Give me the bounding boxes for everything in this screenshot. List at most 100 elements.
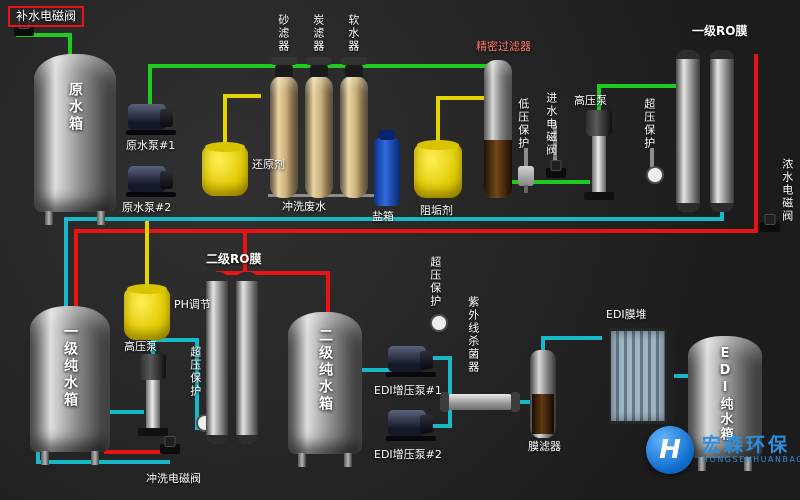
label-raw-pump-2: 原水泵#2 <box>122 201 172 214</box>
pipe-ro-concentrate-drop <box>754 54 758 233</box>
logo-mark-icon: H <box>646 426 694 474</box>
edi-booster-pump-1 <box>386 346 436 377</box>
pipe-pump-out-riser <box>597 84 601 112</box>
pipe-mfil-riser <box>541 336 545 352</box>
flush-solenoid-valve-icon <box>160 444 180 454</box>
low-pressure-switch-icon <box>518 166 534 186</box>
ro2-membrane-vessel-b <box>236 272 258 444</box>
raw-water-tank-label: 原水箱 <box>67 82 83 133</box>
stage1-pure-water-tank: 一级纯水箱 <box>30 306 110 465</box>
logo-company-name: 宏森环保 <box>702 434 791 457</box>
high-pressure-pump-2 <box>138 354 168 436</box>
label-concentrate-valve: 浓水电磁阀 <box>780 158 794 223</box>
high-pressure-pump-1 <box>584 110 614 200</box>
label-overpressure-3: 超压保护 <box>428 256 442 308</box>
label-ro-stage1: 一级RO膜 <box>692 24 748 38</box>
carbon-filter-column <box>305 76 333 198</box>
pipe-ro2-feed-drop <box>195 338 199 430</box>
pipe-makeup-drop <box>68 33 72 57</box>
label-low-pressure: 低压保护 <box>516 98 530 150</box>
pipe-ph-dosing <box>145 221 149 289</box>
pipe-permeate-main <box>64 217 724 221</box>
salt-box <box>374 130 400 206</box>
pipe-reducer-dosing <box>223 94 227 148</box>
pipe-edi-to-tank <box>660 374 690 378</box>
ro1-membrane-vessel-b <box>710 50 734 212</box>
label-flush-valve: 冲洗电磁阀 <box>146 472 201 485</box>
edi-booster-pump-2 <box>386 410 436 441</box>
softener-column <box>340 76 368 198</box>
label-antiscalant: 阻垢剂 <box>420 204 453 217</box>
overpressure-gauge-1-icon <box>646 166 664 184</box>
overpressure-gauge-3-icon <box>430 314 448 332</box>
raw-water-pump-1 <box>126 104 176 135</box>
pipe-tank1-to-pump <box>106 410 144 414</box>
pipe-lp-switch-stub <box>524 148 528 168</box>
label-overpressure-1: 超压保护 <box>642 98 656 150</box>
pipe-red-to-tank2 <box>326 271 330 313</box>
pipe-uv-feed-drop <box>448 356 452 404</box>
pipe-filter-to-pump <box>510 180 590 184</box>
label-ro-stage2: 二级RO膜 <box>206 252 262 266</box>
pipe-antiscalant-tie <box>436 96 492 100</box>
label-carbon-filter: 炭滤器 <box>311 14 325 53</box>
makeup-solenoid-valve-icon <box>14 26 34 36</box>
pipe-pump-riser <box>148 64 152 106</box>
reducing-agent-tank <box>202 142 248 196</box>
pipe-mfil-to-edi <box>541 336 611 340</box>
label-ph-adjust: PH调节 <box>174 298 211 311</box>
label-membrane-filter: 膜滤器 <box>528 440 561 453</box>
label-hp-pump-2: 高压泵 <box>124 340 157 353</box>
label-salt-box: 盐箱 <box>372 210 394 223</box>
label-sand-filter: 砂滤器 <box>276 14 290 53</box>
pipe-uv-to-mfil <box>512 400 534 404</box>
edi-pure-tank-label: EDI纯水箱 <box>717 346 733 442</box>
pipe-reducer-tie <box>223 94 261 98</box>
label-makeup-valve: 补水电磁阀 <box>8 6 85 27</box>
pipe-ro-permeate <box>720 208 724 221</box>
pipe-ro2-top-link <box>216 271 330 275</box>
pipe-tank2-out <box>350 368 392 372</box>
edi-membrane-stack <box>602 326 674 426</box>
label-precision-filter: 精密过滤器 <box>476 40 531 53</box>
pipe-edipump1-out <box>428 356 452 360</box>
precision-filter <box>484 60 512 198</box>
ro2-membrane-vessel-a <box>206 272 228 444</box>
pipe-tank1-drain <box>36 460 170 464</box>
label-edi-pump-2: EDI增压泵#2 <box>374 448 442 461</box>
inlet-solenoid-valve-icon <box>546 168 566 178</box>
pipe-inlet-valve-stub <box>553 122 557 170</box>
concentrate-solenoid-valve-icon <box>760 222 780 232</box>
label-flush-wastewater: 冲洗废水 <box>282 200 326 213</box>
ro1-membrane-vessel-a <box>676 50 700 212</box>
pipe-tank1-drain-drop <box>36 448 40 464</box>
pipe-hp2-out <box>151 338 199 342</box>
pipe-hp2-riser <box>151 338 155 356</box>
pipe-uv-feed-join <box>448 404 452 426</box>
pipe-pump-to-ro <box>597 84 689 88</box>
label-edi-stack: EDI膜堆 <box>606 308 647 321</box>
label-reducing-agent: 还原剂 <box>252 158 285 171</box>
stage2-pure-water-tank: 二级纯水箱 <box>288 312 362 467</box>
membrane-filter-column <box>530 350 556 438</box>
pipe-gauge-stub <box>650 148 654 168</box>
pipe-antiscalant-dosing <box>436 96 440 146</box>
label-softener: 软水器 <box>346 14 360 53</box>
label-hp-pump-1: 高压泵 <box>574 94 607 107</box>
raw-water-pump-2 <box>126 166 176 197</box>
label-overpressure-2: 超压保护 <box>188 346 202 398</box>
stage1-pure-tank-label: 一级纯水箱 <box>62 324 78 409</box>
pipe-red-main <box>74 229 758 233</box>
uv-sterilizer-tube <box>440 392 520 412</box>
sand-filter-column <box>270 76 298 198</box>
antiscalant-tank <box>414 140 462 198</box>
company-logo: H 宏森环保 HONGSENHUANBAO <box>646 426 800 474</box>
stage2-pure-tank-label: 二级纯水箱 <box>317 328 333 413</box>
label-edi-pump-1: EDI增压泵#1 <box>374 384 442 397</box>
pipe-red-to-tank1 <box>74 229 78 307</box>
label-raw-pump-1: 原水泵#1 <box>126 139 176 152</box>
pipe-edipump2-out <box>428 424 452 428</box>
logo-company-romanized: HONGSENHUANBAO <box>702 455 800 465</box>
ph-dosing-tank <box>124 284 170 340</box>
logo-text: 宏森环保 HONGSENHUANBAO <box>702 435 800 465</box>
